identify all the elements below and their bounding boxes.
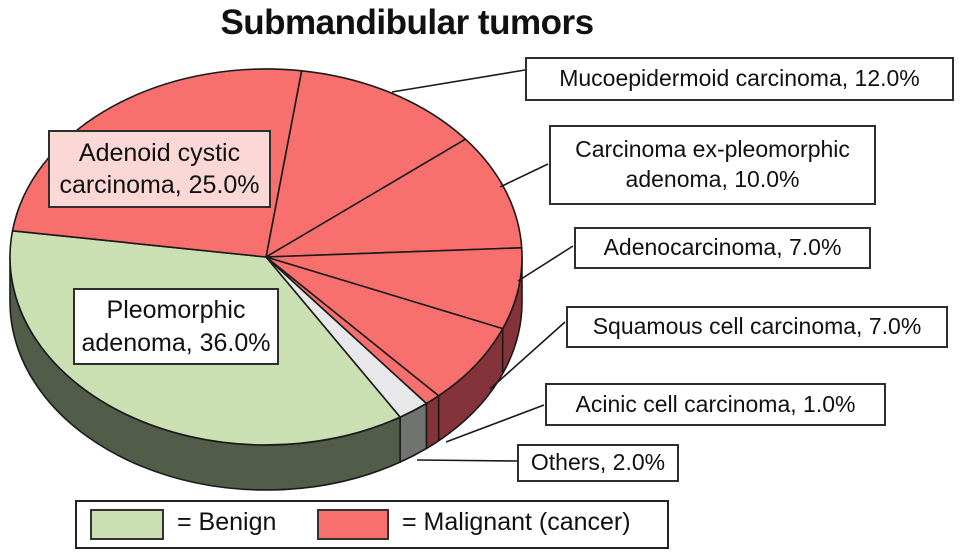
label-carcinoma-ex-pleomorphic-adenoma: Carcinoma ex-pleomorphic adenoma, 10.0% [549,125,876,205]
label-pleomorphic-adenoma: Pleomorphic adenoma, 36.0% [73,288,279,365]
pie-slice-squamous-cell-carcinoma [265,256,504,397]
leader-line-mucoepidermoid-carcinoma [391,69,526,93]
label-adenocarcinoma: Adenocarcinoma, 7.0% [574,227,871,269]
label-squamous-cell-carcinoma: Squamous cell carcinoma, 7.0% [566,306,948,348]
leader-line-others [416,459,518,462]
leader-line-carcinoma-ex-pleomorphic-adenoma [499,163,549,188]
chart-title: Submandibular tumors [220,3,594,42]
legend-benign-swatch [90,509,164,540]
pie-slice-adenocarcinoma [265,247,523,330]
pie-slice-carcinoma-ex-pleomorphic-adenoma [265,138,523,258]
leader-line-acinic-cell-carcinoma [445,404,545,443]
legend-malignant-label: = Malignant (cancer) [402,508,631,536]
label-acinic-cell-carcinoma: Acinic cell carcinoma, 1.0% [545,383,886,426]
legend: = Benign = Malignant (cancer) [75,500,669,549]
legend-benign-label: = Benign [177,508,277,536]
label-adenoid-cystic-carcinoma: Adenoid cystic carcinoma, 25.0% [48,130,271,208]
pie-slice-mucoepidermoid-carcinoma [265,70,467,258]
leader-line-adenocarcinoma [517,245,574,282]
legend-malignant-swatch [317,509,389,540]
label-others: Others, 2.0% [517,444,679,482]
leader-line-squamous-cell-carcinoma [489,321,566,390]
pie-rim-acinic-cell-carcinoma [425,395,440,450]
label-mucoepidermoid-carcinoma: Mucoepidermoid carcinoma, 12.0% [525,57,954,101]
